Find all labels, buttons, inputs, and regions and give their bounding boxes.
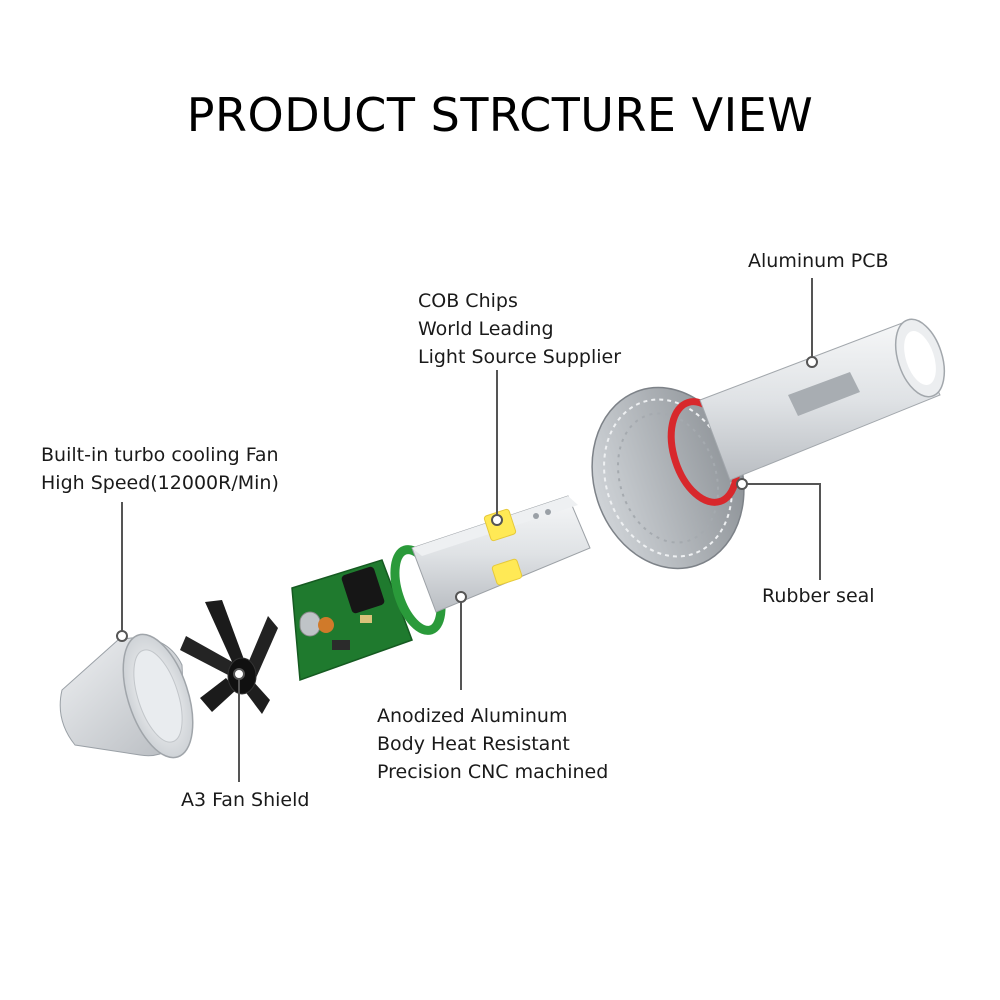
label-cob-chips-line-3: Light Source Supplier — [418, 346, 622, 368]
label-fan-shield: A3 Fan Shield — [181, 786, 309, 814]
leader-dot-cooling-fan — [116, 630, 128, 642]
label-cooling-fan: Built-in turbo cooling Fan High Speed(12… — [41, 441, 279, 497]
diagram-title: PRODUCT STRCTURE VIEW — [186, 88, 814, 142]
driver-circuit-board — [291, 559, 413, 682]
led-heat-bar — [411, 495, 591, 613]
label-rubber-seal-line: Rubber seal — [762, 585, 875, 607]
fan-shield-ring — [59, 633, 194, 759]
leader-dot-aluminum-pcb — [806, 356, 818, 368]
label-anodized-body: Anodized Aluminum Body Heat Resistant Pr… — [377, 702, 608, 786]
leader-dots — [116, 356, 818, 680]
label-cob-chips-line-2: World Leading — [418, 318, 554, 340]
label-fan-shield-line: A3 Fan Shield — [181, 789, 310, 811]
label-cob-chips-line-1: COB Chips — [418, 290, 518, 312]
label-anodized-body-line-1: Anodized Aluminum — [377, 705, 568, 727]
label-aluminum-pcb-line: Aluminum PCB — [748, 250, 889, 272]
label-anodized-body-line-2: Body Heat Resistant — [377, 733, 570, 755]
leader-rubber-seal — [742, 483, 821, 580]
leader-dot-rubber-seal — [736, 478, 748, 490]
label-cooling-fan-line-2: High Speed(12000R/Min) — [41, 472, 279, 494]
label-aluminum-pcb: Aluminum PCB — [748, 247, 889, 275]
leader-dot-fan-shield — [233, 668, 245, 680]
label-cooling-fan-line-1: Built-in turbo cooling Fan — [41, 444, 279, 466]
leader-lines — [121, 278, 821, 782]
aluminum-pcb-tube — [699, 318, 946, 481]
cooling-fan — [180, 600, 278, 714]
leader-dot-anodized-body — [455, 591, 467, 603]
label-cob-chips: COB Chips World Leading Light Source Sup… — [418, 287, 621, 371]
label-rubber-seal: Rubber seal — [762, 582, 875, 610]
leader-dot-cob-chips — [491, 514, 503, 526]
label-anodized-body-line-3: Precision CNC machined — [377, 761, 609, 783]
